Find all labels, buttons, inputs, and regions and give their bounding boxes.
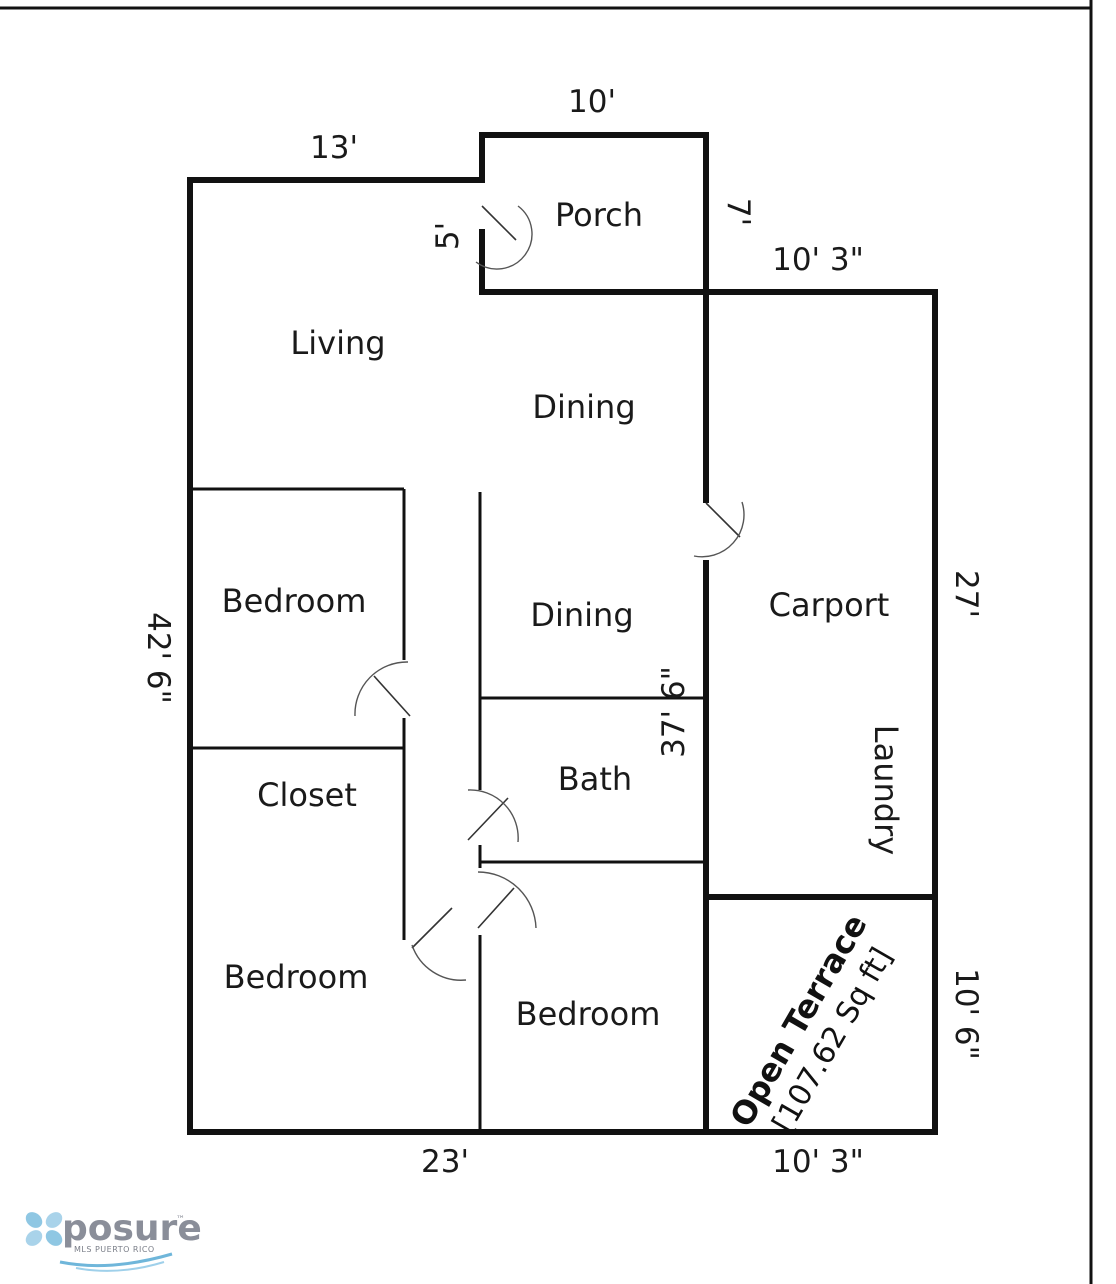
room-label-bedroom-upper-left: Bedroom <box>222 582 367 620</box>
room-label-closet: Closet <box>257 776 357 814</box>
open-terrace-label: Open Terrace [107.62 Sq ft] <box>722 908 899 1139</box>
dim-porch-top: 10' <box>568 84 616 120</box>
exposure-logo: posure ™ MLS PUERTO RICO <box>25 1208 202 1272</box>
dim-interior-middle: 37' 6" <box>656 666 692 758</box>
logo-wave-icon <box>59 1252 173 1268</box>
dim-bottom-terrace: 10' 3" <box>772 1144 864 1180</box>
porch-door <box>475 205 533 270</box>
room-label-laundry: Laundry <box>867 725 905 855</box>
dim-bottom-main: 23' <box>421 1144 469 1180</box>
bedroom2-door <box>411 907 467 981</box>
room-label-bedroom-lower-left: Bedroom <box>224 958 369 996</box>
porch-inner-wall <box>479 229 709 295</box>
room-label-living: Living <box>290 324 385 362</box>
dim-porch-side: 7' <box>720 198 756 226</box>
logo-trademark: ™ <box>176 1215 185 1225</box>
carport-door <box>693 501 745 558</box>
dim-carport-side: 27' <box>948 570 984 618</box>
dim-carport-top: 10' 3" <box>772 242 864 278</box>
room-label-dining-lower: Dining <box>530 596 633 634</box>
room-label-bedroom-lower-middle: Bedroom <box>516 995 661 1033</box>
logo-tagline: MLS PUERTO RICO <box>74 1245 155 1254</box>
exposure-x-mark-icon <box>25 1212 63 1246</box>
dim-porch-door: 5' <box>430 222 466 250</box>
room-label-dining-upper: Dining <box>532 388 635 426</box>
bath-door <box>467 789 519 843</box>
room-label-carport: Carport <box>769 586 890 624</box>
room-label-porch: Porch <box>555 196 643 234</box>
dim-terrace-side: 10' 6" <box>948 968 984 1060</box>
logo-wave-icon-2 <box>75 1261 165 1272</box>
logo-wordmark: posure <box>62 1208 202 1249</box>
room-label-bath: Bath <box>558 760 632 798</box>
dim-left-side: 42' 6" <box>140 612 176 704</box>
bedroom3-door <box>477 871 537 929</box>
bedroom1-door <box>354 661 411 717</box>
dim-living-top: 13' <box>310 130 358 166</box>
